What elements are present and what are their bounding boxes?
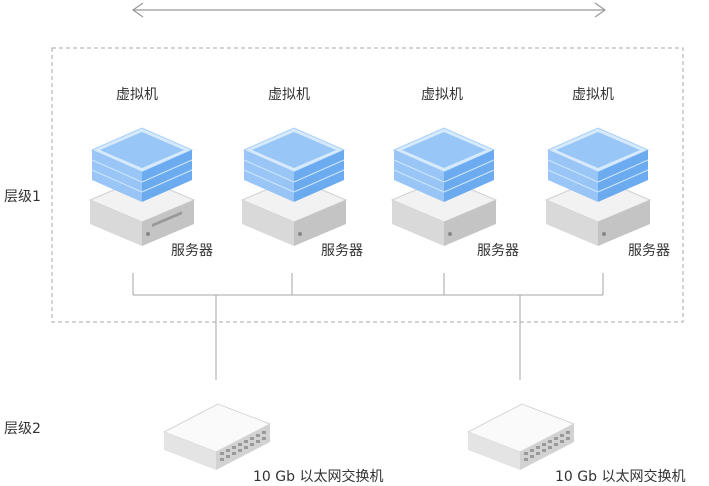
- network-switch-icon: [466, 403, 576, 470]
- server-with-vm-4: [542, 108, 662, 248]
- vm-label: 虚拟机: [116, 87, 158, 103]
- server-label: 服务器: [171, 243, 213, 259]
- vm-stack-icon: [546, 127, 650, 202]
- server-with-vm-2: [238, 108, 358, 248]
- server-label: 服务器: [321, 243, 363, 259]
- network-switch-icon: [162, 403, 272, 470]
- switch-label: 10 Gb 以太网交换机: [253, 469, 384, 485]
- horizontal-double-arrow: [131, 2, 607, 18]
- tier2-label: 层级2: [4, 421, 41, 437]
- network-bus: [132, 273, 604, 380]
- vm-label: 虚拟机: [421, 87, 463, 103]
- server-with-vm-1: [86, 108, 206, 248]
- vm-stack-icon: [242, 127, 346, 202]
- vm-stack-icon: [392, 127, 496, 202]
- tier1-label: 层级1: [4, 189, 41, 205]
- vm-label: 虚拟机: [572, 87, 614, 103]
- vm-stack-icon: [90, 127, 194, 202]
- server-with-vm-3: [388, 108, 508, 248]
- tier1-boundary: [51, 47, 684, 323]
- vm-label: 虚拟机: [268, 87, 310, 103]
- server-label: 服务器: [477, 243, 519, 259]
- server-label: 服务器: [628, 243, 670, 259]
- switch-label: 10 Gb 以太网交换机: [555, 469, 686, 485]
